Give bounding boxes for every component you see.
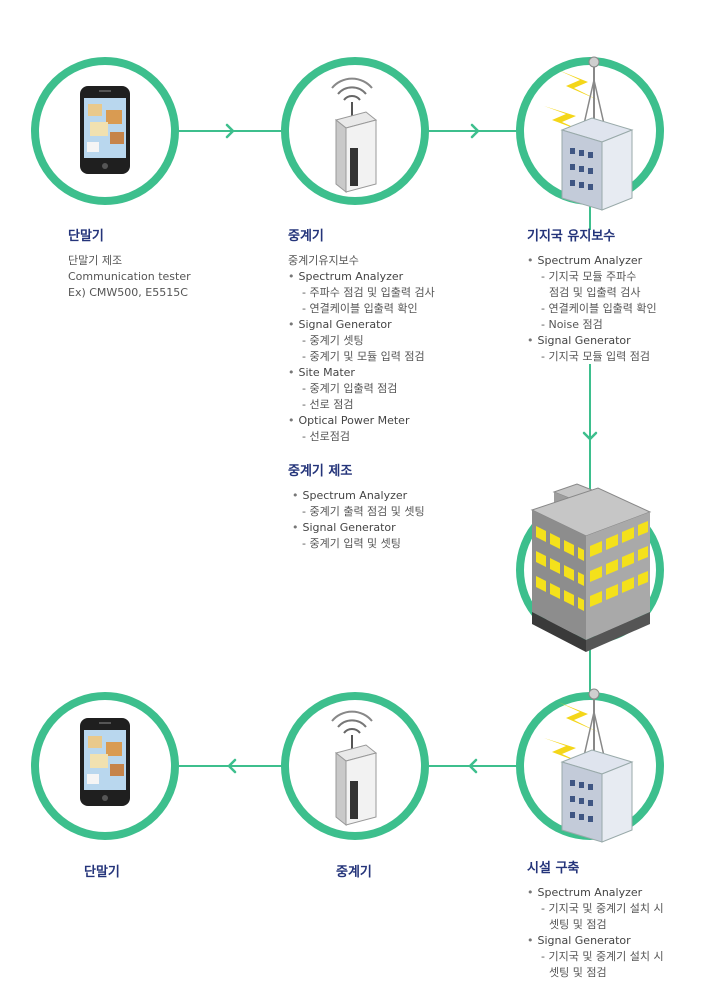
basestation-info: 기지국 유지보수 Spectrum Analyzer 기지국 모듈 주파수 점검… [527, 229, 657, 365]
smartphone-icon [80, 86, 130, 174]
facility-info: 시설 구축 Spectrum Analyzer 기지국 및 중계기 설치 시 셋… [527, 861, 664, 981]
repeater-mfg-info: 중계기 제조 Spectrum Analyzer 중계기 출력 점검 및 셋팅 … [288, 464, 425, 552]
repeater-top-info: 중계기 중계기유지보수 Spectrum Analyzer 주파수 점검 및 입… [288, 229, 435, 445]
info-line: 단말기 제조 [68, 253, 191, 269]
task-item: 중계기 및 모듈 입력 점검 [288, 349, 435, 365]
instrument-label: Optical Power Meter [288, 413, 435, 429]
task-item: 연결케이블 입출력 확인 [527, 301, 657, 317]
instrument-label: Signal Generator [527, 333, 657, 349]
task-item-continuation: 셋팅 및 점검 [527, 965, 664, 981]
node-title: 중계기 [288, 229, 435, 245]
node-title: 시설 구축 [527, 861, 664, 877]
office-building-icon [532, 484, 650, 652]
info-line: Ex) CMW500, E5515C [68, 285, 191, 301]
instrument-label: Site Mater [288, 365, 435, 381]
instrument-label: Spectrum Analyzer [527, 885, 664, 901]
instrument-label: Signal Generator [527, 933, 664, 949]
node-title: 단말기 [68, 229, 191, 245]
task-item: 선로점검 [288, 429, 435, 445]
task-item: 기지국 모듈 입력 점검 [527, 349, 657, 365]
instrument-label: Spectrum Analyzer [288, 488, 425, 504]
task-item: Noise 점검 [527, 317, 657, 333]
task-item: 주파수 점검 및 입출력 검사 [288, 285, 435, 301]
task-item: 선로 점검 [288, 397, 435, 413]
instrument-label: Signal Generator [288, 317, 435, 333]
task-item-continuation: 점검 및 입출력 검사 [527, 285, 657, 301]
smartphone-icon [80, 718, 130, 806]
task-item: 연결케이블 입출력 확인 [288, 301, 435, 317]
node-title: 중계기 [336, 861, 372, 880]
task-item: 기지국 및 중계기 설치 시 [527, 949, 664, 965]
node-title: 단말기 [84, 861, 120, 880]
task-item-continuation: 셋팅 및 점검 [527, 917, 664, 933]
instrument-label: Spectrum Analyzer [527, 253, 657, 269]
task-item: 중계기 출력 점검 및 셋팅 [288, 504, 425, 520]
instrument-label: Signal Generator [288, 520, 425, 536]
instrument-label: Spectrum Analyzer [288, 269, 435, 285]
task-item: 중계기 셋팅 [288, 333, 435, 349]
node-title: 중계기 제조 [288, 464, 425, 480]
phone-top-info: 단말기 단말기 제조 Communication tester Ex) CMW5… [68, 229, 191, 301]
task-item: 기지국 모듈 주파수 [527, 269, 657, 285]
info-line: Communication tester [68, 269, 191, 285]
task-item: 중계기 입력 및 셋팅 [288, 536, 425, 552]
task-item: 기지국 및 중계기 설치 시 [527, 901, 664, 917]
subtitle: 중계기유지보수 [288, 253, 435, 269]
task-item: 중계기 입출력 점검 [288, 381, 435, 397]
node-title: 기지국 유지보수 [527, 229, 657, 245]
